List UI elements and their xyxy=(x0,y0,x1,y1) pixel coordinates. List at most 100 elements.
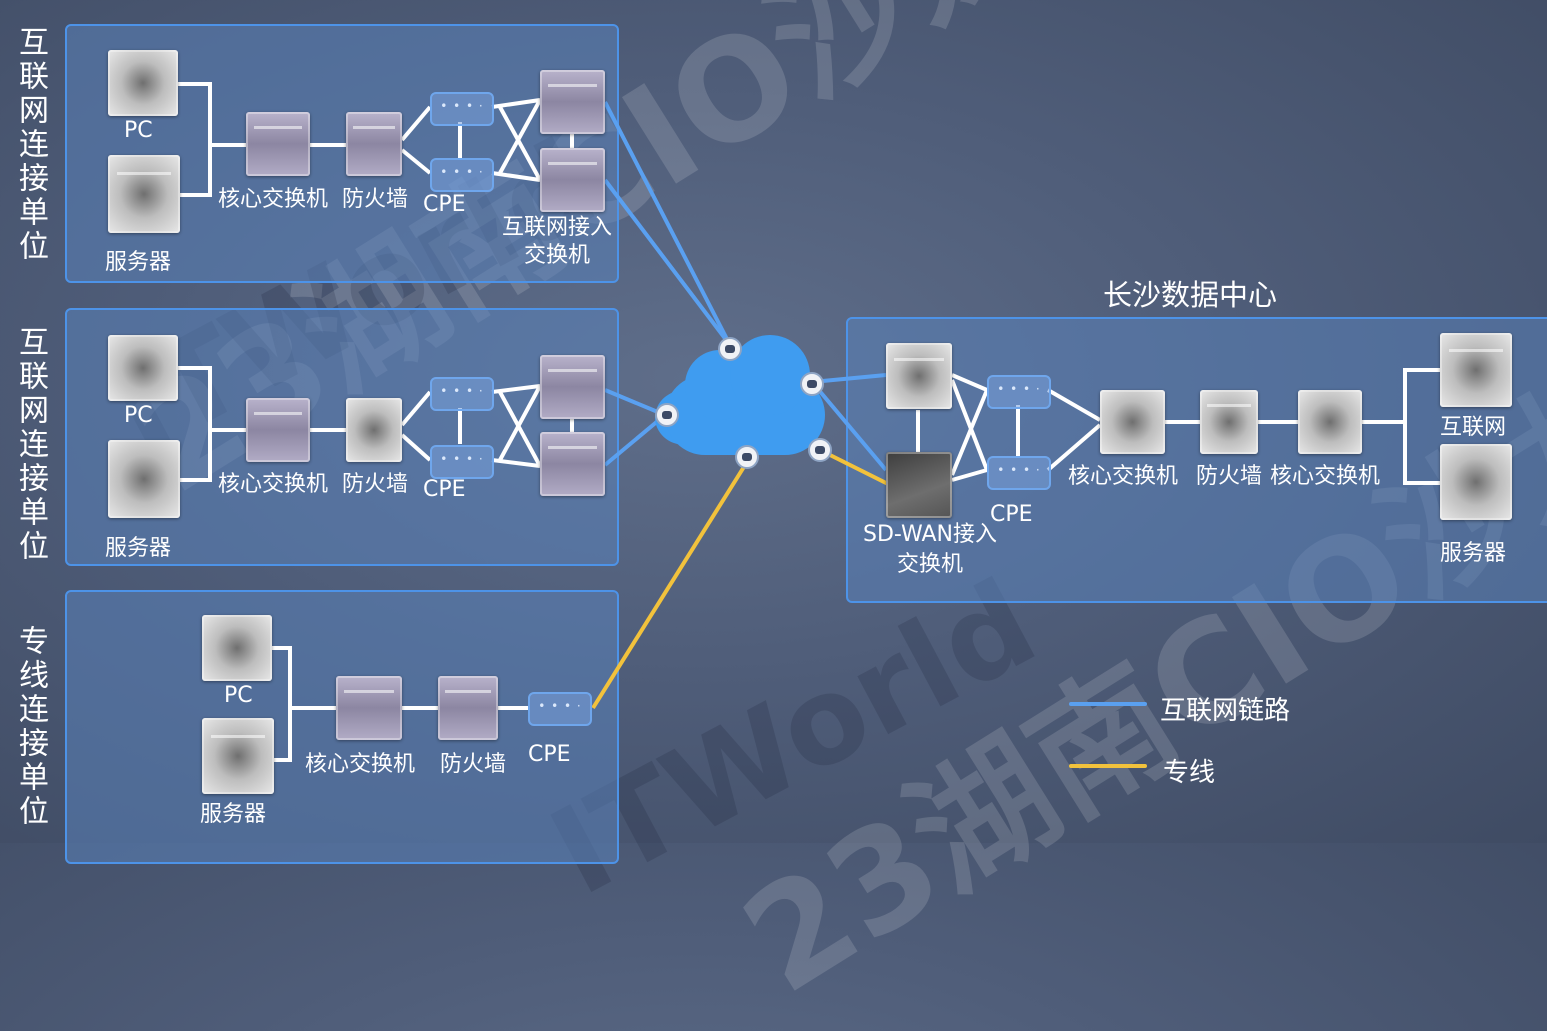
pc-icon xyxy=(108,335,178,401)
link-sdwan-cpe xyxy=(951,373,988,392)
firewall-label: 防火墙 xyxy=(440,752,507,777)
sdwan-switch-icon xyxy=(886,343,952,409)
cpe-icon xyxy=(987,456,1051,490)
side-label-internet-unit: 互联网连接单位 xyxy=(13,326,48,564)
dedicated-link xyxy=(591,460,749,710)
pc-label: PC xyxy=(124,403,153,428)
link-core-internet xyxy=(1362,368,1440,424)
cpe-label: CPE xyxy=(528,742,571,767)
server-label: 服务器 xyxy=(105,250,172,275)
core-switch-icon xyxy=(246,398,310,462)
datacenter-title: 长沙数据中心 xyxy=(1103,278,1278,312)
server-label: 服务器 xyxy=(200,802,267,827)
cpe-icon xyxy=(430,445,494,479)
link-cpe-access xyxy=(491,458,541,468)
link-server-core xyxy=(274,708,292,762)
cpe-icon xyxy=(430,158,494,192)
core-switch-icon xyxy=(336,676,402,740)
internet-link xyxy=(603,101,732,346)
access-switch-label: 互联网接入 交换机 xyxy=(501,215,613,268)
link-cross xyxy=(498,106,542,181)
cloud-node-icon xyxy=(808,438,832,462)
server-icon xyxy=(108,155,180,233)
server-icon xyxy=(1440,444,1512,520)
access-switch-icon xyxy=(540,432,605,496)
link-cross xyxy=(950,389,989,476)
cloud-node-icon xyxy=(800,372,824,396)
firewall-icon xyxy=(346,398,402,462)
cpe-label: CPE xyxy=(423,192,466,217)
legend-dedicated-line-swatch xyxy=(1069,764,1147,768)
link-cross xyxy=(498,99,542,174)
link-cross xyxy=(498,391,542,467)
link-firewall-cpe xyxy=(400,433,432,462)
firewall-label: 防火墙 xyxy=(1196,464,1263,489)
cpe-label: CPE xyxy=(423,477,466,502)
internet-label: 互联网 xyxy=(1440,415,1507,440)
side-label-dedicated-unit: 专线连接单位 xyxy=(13,625,48,829)
cpe-icon xyxy=(430,92,494,126)
link-cross xyxy=(498,385,542,461)
firewall-icon xyxy=(1200,390,1258,454)
pc-label: PC xyxy=(124,118,153,143)
link-firewall-cpe xyxy=(400,148,432,175)
access-switch-icon xyxy=(540,70,605,134)
firewall-icon xyxy=(438,676,498,740)
link-cpe-core xyxy=(1047,388,1101,422)
pc-icon xyxy=(108,50,178,116)
link-cross xyxy=(950,379,989,471)
legend-internet-link-label: 互联网链路 xyxy=(1160,696,1291,726)
server-label: 服务器 xyxy=(1440,541,1507,566)
core-switch-icon xyxy=(246,112,310,176)
core-switch-label: 核心交换机 xyxy=(305,752,416,777)
internet-server-icon xyxy=(1440,333,1512,407)
link-server-core xyxy=(180,430,212,482)
firewall-label: 防火墙 xyxy=(342,187,409,212)
link-pc-core xyxy=(272,646,336,710)
cpe-icon xyxy=(987,375,1051,409)
access-switch-icon xyxy=(540,148,605,212)
legend-dedicated-line-label: 专线 xyxy=(1163,758,1216,788)
core-switch-label: 核心交换机 xyxy=(218,187,329,212)
cpe-label: CPE xyxy=(990,502,1033,527)
server-label: 服务器 xyxy=(105,536,172,561)
sdwan-switch-icon xyxy=(886,452,952,518)
internet-link xyxy=(811,373,887,384)
link-cpe-access xyxy=(491,171,541,182)
legend-internet-link-swatch xyxy=(1069,702,1147,706)
internet-link xyxy=(810,380,888,472)
access-switch-icon xyxy=(540,355,605,419)
dedicated-link xyxy=(819,448,891,487)
connection-lines xyxy=(178,82,1440,762)
server-icon xyxy=(202,718,274,794)
link-pc-core xyxy=(178,82,246,147)
core-switch-label: 核心交换机 xyxy=(218,472,329,497)
link-core-server xyxy=(1403,422,1440,485)
link-cpe-access xyxy=(491,384,541,394)
core-switch-icon xyxy=(1100,390,1165,454)
link-firewall-cpe xyxy=(400,105,432,142)
pc-label: PC xyxy=(224,683,253,708)
firewall-label: 防火墙 xyxy=(342,472,409,497)
panel-datacenter xyxy=(846,317,1547,603)
sdwan-switch-label: SD-WAN接入 交换机 xyxy=(862,522,998,577)
link-cpe-core xyxy=(1046,423,1102,472)
link-pc-core xyxy=(178,366,246,432)
core-switch-icon xyxy=(1298,390,1362,454)
side-label-internet-unit: 互联网连接单位 xyxy=(13,26,48,264)
firewall-icon xyxy=(346,112,402,176)
cloud-node-icon xyxy=(735,445,759,469)
link-sdwan-cpe xyxy=(951,468,988,482)
cpe-icon xyxy=(430,377,494,411)
server-icon xyxy=(108,440,180,518)
internet-link xyxy=(603,178,732,347)
core-switch-label: 核心交换机 xyxy=(1270,464,1381,489)
cloud-node-icon xyxy=(655,403,679,427)
link-server-core xyxy=(180,145,212,197)
link-firewall-cpe xyxy=(400,390,432,427)
cloud-node-icon xyxy=(718,337,742,361)
pc-icon xyxy=(202,615,272,681)
link-cpe-access xyxy=(491,98,541,109)
cpe-icon xyxy=(528,692,592,726)
core-switch-label: 核心交换机 xyxy=(1068,464,1179,489)
